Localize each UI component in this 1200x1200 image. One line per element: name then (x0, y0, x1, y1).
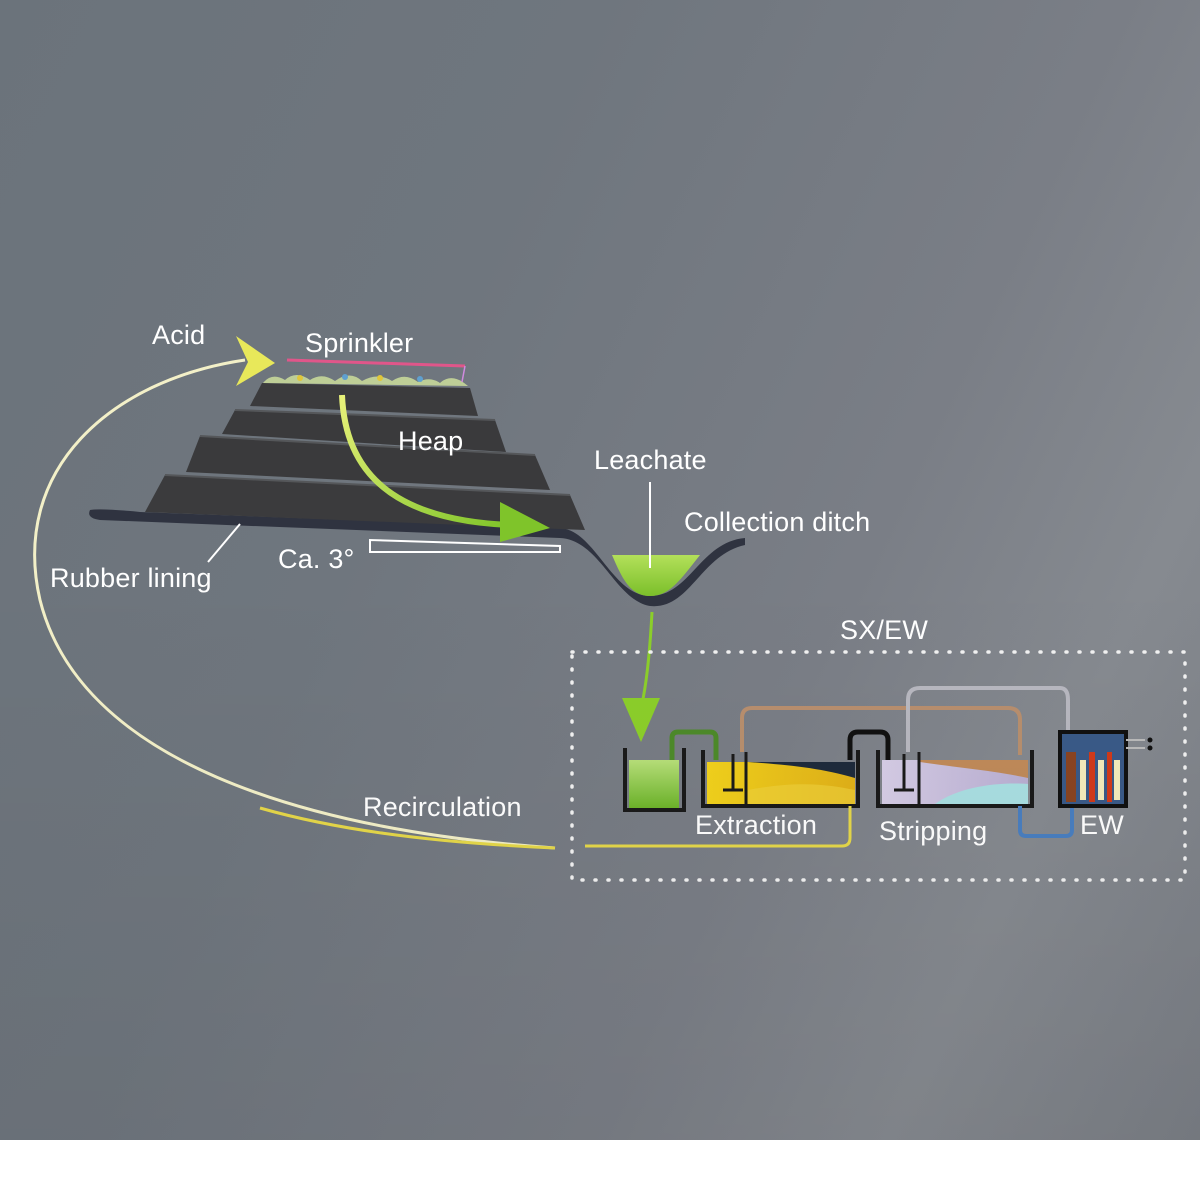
label-rubber-lining: Rubber lining (50, 563, 212, 593)
heap-step-3 (186, 436, 550, 490)
heap-step-2 (222, 410, 506, 452)
acid-arrow-head (236, 336, 275, 386)
leachate-pool (612, 555, 700, 596)
label-acid: Acid (152, 320, 206, 350)
label-stripping: Stripping (879, 816, 988, 846)
label-slope: Ca. 3° (278, 544, 355, 574)
label-extraction: Extraction (695, 810, 818, 840)
diagram-canvas: Acid Sprinkler Heap Leachate Collection … (0, 0, 1200, 1140)
label-heap: Heap (398, 426, 464, 456)
slope-wedge (369, 538, 561, 553)
label-collection-ditch: Collection ditch (684, 507, 871, 537)
extraction-unit (701, 750, 860, 808)
ew-cell (1058, 730, 1153, 808)
rubber-lining-pointer (207, 523, 241, 563)
label-ew: EW (1080, 810, 1124, 840)
heap-step-4 (145, 475, 585, 530)
stripping-unit (876, 750, 1034, 808)
leachate-transfer-arrow (638, 611, 654, 713)
label-leachate: Leachate (594, 445, 707, 475)
sxew-boundary (570, 650, 1187, 882)
sprinkler-bar (286, 358, 466, 368)
leach-flow-arrow (339, 394, 511, 528)
recirculation-line-yellow (259, 806, 556, 850)
label-recirculation: Recirculation (363, 792, 522, 822)
feed-tank (623, 748, 686, 812)
diagram-graphic (33, 336, 1187, 882)
label-sxew: SX/EW (840, 615, 929, 645)
label-sprinkler: Sprinkler (305, 328, 414, 358)
ore-surface (263, 374, 468, 386)
heap-step-1 (250, 383, 478, 416)
